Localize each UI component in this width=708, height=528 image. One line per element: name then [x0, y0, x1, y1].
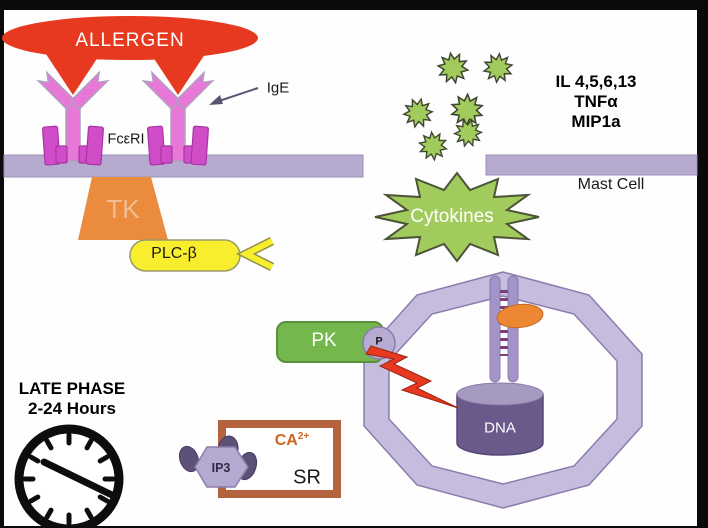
cytokine-particle — [401, 97, 435, 129]
cytokine-particle — [480, 51, 516, 85]
ige-label: IgE — [266, 79, 290, 97]
cytokine-particle — [416, 129, 450, 163]
lightning-bolt-icon — [365, 345, 459, 409]
plc-chevron — [235, 236, 275, 272]
tk-label: TK — [106, 194, 140, 225]
late-phase-label: LATE PHASE 2-24 Hours — [19, 379, 125, 419]
diagram-canvas — [4, 10, 697, 526]
late-phase-time: 2-24 Hours — [28, 399, 116, 418]
clock-icon — [14, 424, 124, 528]
late-phase-title: LATE PHASE — [18, 379, 126, 398]
dna-label: DNA — [484, 419, 516, 437]
pk-label: PK — [311, 330, 337, 352]
cytokines-burst — [374, 171, 540, 263]
fceri-label: FcεRI — [107, 131, 145, 148]
membrane-right-segment — [485, 154, 698, 176]
calcium-label: CA2+ — [274, 430, 310, 450]
mediator-list: IL 4,5,6,13 TNFα MIP1a — [556, 72, 637, 132]
mast-cell-label: Mast Cell — [577, 175, 645, 193]
cell-membrane — [3, 154, 698, 178]
allergen-blob — [2, 16, 258, 95]
plc-beta-pill — [129, 236, 275, 272]
cytokines-label: Cytokines — [410, 206, 494, 228]
phosphate-label: P — [375, 335, 383, 348]
ige-arrow-icon — [209, 87, 259, 105]
allergen-label: ALLERGEN — [75, 30, 185, 52]
cytokine-particles — [401, 51, 516, 163]
clock-hand — [40, 458, 118, 500]
ip3-complex — [178, 435, 258, 488]
sr-label: SR — [293, 466, 321, 489]
mediator-line: TNFα — [574, 92, 618, 111]
cytokine-particle — [435, 51, 471, 85]
tk-trapezoid — [78, 177, 168, 240]
mediator-line: IL 4,5,6,13 — [555, 72, 637, 91]
plc-beta-label: PLC-β — [151, 244, 197, 262]
dna-cylinder — [456, 382, 544, 456]
calcium-base: CA — [274, 431, 298, 449]
mediator-line: MIP1a — [571, 112, 621, 131]
transcription-factor-ellipse — [496, 303, 544, 329]
ion-channel — [489, 275, 544, 383]
ip3-label: IP3 — [211, 460, 231, 475]
calcium-superscript: 2+ — [297, 430, 310, 442]
ip3-hexagon — [194, 446, 249, 488]
